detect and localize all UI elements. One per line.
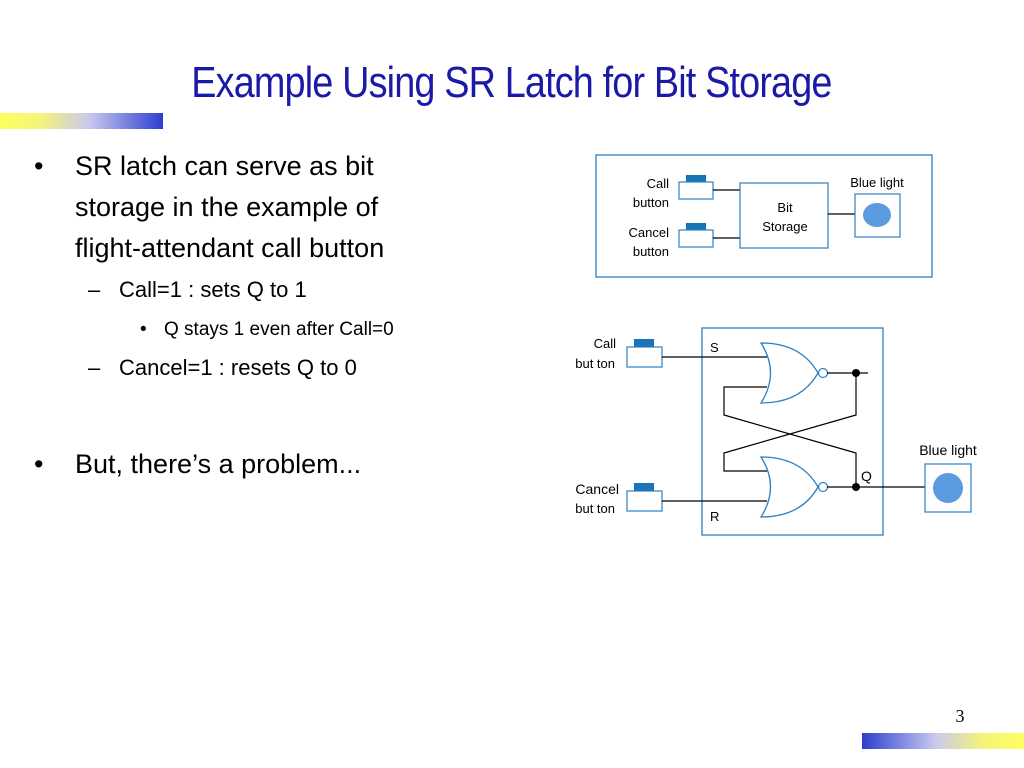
upper-nor-gate-body — [759, 342, 819, 404]
bottom-cancel-label: Cancel — [575, 481, 619, 497]
top-cancel-label-2: button — [633, 244, 669, 259]
bottom-decorative-bar — [862, 733, 1024, 749]
bullet-text-line: storage in the example of — [75, 192, 379, 222]
sub-bullet-dash: – — [88, 355, 101, 380]
bit-storage-block-diagram: Call button Cancel button Bit Storage Bl… — [595, 154, 933, 278]
lower-nor-gate-bubble — [817, 481, 829, 493]
bottom-blue-light-icon — [933, 473, 963, 503]
upper-nor-gate-bubble — [817, 367, 829, 379]
bullet-text-line: But, there’s a problem... — [75, 449, 362, 479]
bottom-cancel-button — [626, 483, 663, 512]
r-input-label: R — [710, 509, 719, 524]
top-blue-light-icon — [863, 203, 891, 227]
page-number: 3 — [955, 706, 965, 726]
bullet-dot: • — [34, 151, 44, 181]
lower-nor-gate-body — [759, 456, 819, 518]
bottom-cancel-label-2: but ton — [575, 501, 615, 516]
top-decorative-bar — [0, 113, 163, 129]
top-call-label: Call — [647, 176, 670, 191]
bottom-call-label: Call — [594, 336, 617, 351]
sr-latch-wires — [662, 356, 925, 502]
bottom-cancel-button-body — [626, 490, 663, 512]
bottom-cancel-button-cap — [634, 483, 654, 492]
bottom-blue-light-label: Blue light — [919, 442, 977, 458]
feedback-wire-b — [723, 373, 857, 472]
q-output-label: Q — [861, 468, 872, 484]
lower-nor-gate — [759, 456, 829, 518]
top-cancel-button-cap — [686, 223, 706, 231]
bottom-call-label-2: but ton — [575, 356, 615, 371]
sub-bullet-text: Call=1 : sets Q to 1 — [119, 277, 307, 302]
top-blue-light-label: Blue light — [850, 175, 904, 190]
top-call-button — [678, 175, 714, 200]
slide-title: Example Using SR Latch for Bit Storage — [191, 58, 832, 107]
top-cancel-button — [678, 223, 714, 248]
bottom-call-button-cap — [634, 339, 654, 348]
s-input-label: S — [710, 340, 719, 355]
bit-storage-label: Bit — [777, 200, 793, 215]
top-call-button-body — [678, 181, 714, 200]
bullet-dot: • — [34, 449, 44, 479]
sub-bullet-dash: – — [88, 277, 101, 302]
feedback-wire-a — [723, 386, 857, 487]
sr-latch-border — [701, 327, 884, 536]
bullet-text-line: flight-attendant call button — [75, 233, 385, 263]
upper-junction-dot — [852, 369, 860, 377]
top-cancel-label: Cancel — [629, 225, 670, 240]
upper-nor-gate — [759, 342, 829, 404]
sub-sub-bullet-dot: • — [140, 319, 147, 340]
lower-junction-dot — [852, 483, 860, 491]
bottom-call-button-body — [626, 346, 663, 368]
bottom-call-button — [626, 339, 663, 368]
bit-storage-box — [739, 182, 829, 249]
top-diagram-border — [595, 154, 933, 278]
sub-sub-bullet-text: Q stays 1 even after Call=0 — [164, 319, 394, 340]
top-call-button-cap — [686, 175, 706, 183]
bit-storage-label-2: Storage — [762, 219, 808, 234]
sub-bullet-text: Cancel=1 : resets Q to 0 — [119, 355, 357, 380]
bullet-text-line: SR latch can serve as bit — [75, 151, 374, 181]
sr-latch-diagram: Call but ton Cancel but ton S R Q — [575, 327, 977, 536]
top-cancel-button-body — [678, 229, 714, 248]
top-call-label-2: button — [633, 195, 669, 210]
